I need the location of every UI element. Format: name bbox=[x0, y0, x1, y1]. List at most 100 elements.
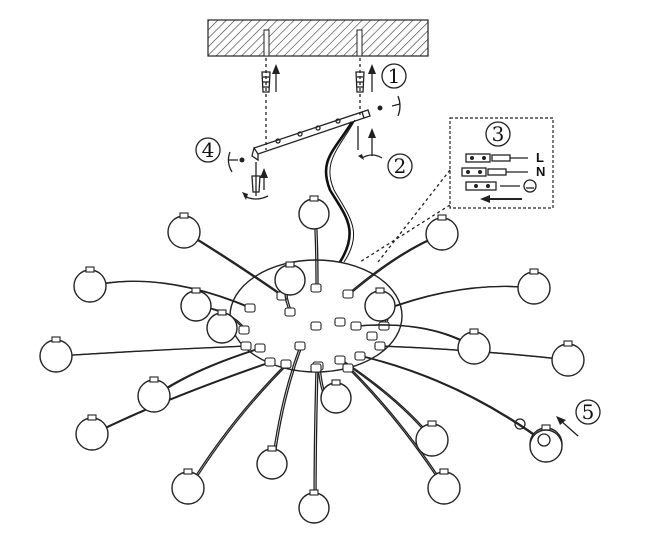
arm-socket bbox=[310, 363, 322, 373]
arm-rod bbox=[91, 361, 271, 435]
globe-cap bbox=[563, 340, 573, 347]
wall-plug-left bbox=[261, 71, 271, 93]
globe-cap bbox=[149, 376, 159, 383]
terminal-neutral: N bbox=[461, 164, 545, 179]
globe-cap bbox=[309, 489, 319, 496]
wiring-detail-box: 3 L N bbox=[359, 117, 554, 263]
glass-globe bbox=[39, 339, 73, 373]
arm-rod-edge bbox=[91, 280, 253, 309]
step-label-4: 4 bbox=[195, 137, 221, 163]
arm-socket bbox=[284, 307, 296, 317]
live-label: L bbox=[536, 150, 544, 165]
ceiling-block bbox=[207, 19, 429, 57]
arm-socket bbox=[378, 321, 390, 331]
arm-socket bbox=[294, 341, 306, 351]
glass-globe bbox=[298, 492, 330, 524]
arm-rod-edge bbox=[379, 285, 537, 313]
ceiling-screw-step-2 bbox=[358, 128, 383, 160]
arm-rod-edge bbox=[349, 367, 447, 489]
arm-rod bbox=[183, 231, 283, 297]
glass-globe bbox=[415, 423, 449, 457]
glass-globe bbox=[167, 215, 201, 249]
arm-rod-edge bbox=[361, 355, 549, 445]
step-label-2-text: 2 bbox=[394, 154, 407, 178]
glass-globe bbox=[206, 312, 238, 344]
arm-socket bbox=[354, 351, 366, 361]
step-label-4-text: 4 bbox=[202, 138, 215, 162]
arm-rod-edge bbox=[341, 359, 435, 441]
ceiling bbox=[207, 19, 429, 57]
neutral-label: N bbox=[536, 164, 545, 179]
globe-cap bbox=[309, 195, 319, 202]
step-label-5-text: 5 bbox=[582, 400, 595, 424]
earth-icon bbox=[523, 179, 537, 193]
glass-globe bbox=[457, 331, 491, 365]
glass-globe bbox=[427, 471, 461, 505]
glass-globe bbox=[274, 264, 306, 296]
arm-socket bbox=[342, 363, 354, 373]
arm-socket bbox=[342, 289, 354, 299]
globe-cap bbox=[217, 309, 227, 316]
globe-cap bbox=[267, 445, 277, 452]
arm-socket bbox=[310, 283, 322, 293]
arm-socket bbox=[334, 317, 346, 327]
glass-globe bbox=[73, 269, 107, 303]
glass-globe bbox=[517, 271, 551, 305]
arm-rod bbox=[359, 355, 547, 445]
arm-rod-edge bbox=[155, 347, 263, 397]
globe-cap bbox=[541, 424, 551, 431]
globe-cap bbox=[331, 379, 341, 386]
arm-socket bbox=[280, 359, 292, 369]
glass-globe bbox=[75, 417, 109, 451]
globe-cap bbox=[439, 468, 449, 475]
arm-rod bbox=[89, 280, 251, 309]
step-label-3-text: 3 bbox=[492, 122, 505, 146]
globe-cap bbox=[51, 336, 61, 343]
terminal-live: L bbox=[465, 150, 544, 165]
arm-rod-edge bbox=[93, 361, 273, 435]
glass-globe bbox=[298, 198, 330, 230]
step-label-1: 1 bbox=[381, 63, 407, 89]
arm-rod bbox=[347, 367, 445, 489]
arm-rod-edge bbox=[57, 345, 249, 357]
arm-socket bbox=[350, 321, 362, 331]
arm-rod-edge bbox=[189, 363, 289, 489]
globe-cap bbox=[529, 268, 539, 275]
globe-cap bbox=[375, 287, 385, 294]
arm-socket bbox=[374, 341, 386, 351]
globe-cap bbox=[285, 261, 295, 268]
arm-rod bbox=[187, 363, 287, 489]
globe-cap bbox=[85, 266, 95, 273]
bulb-insert-arrow bbox=[556, 416, 579, 437]
globe-cap bbox=[469, 328, 479, 335]
ceiling-hole-right bbox=[356, 29, 363, 57]
arm-socket bbox=[238, 325, 250, 335]
step-label-1-text: 1 bbox=[388, 64, 401, 88]
step-label-3: 3 bbox=[485, 121, 511, 147]
arm-socket bbox=[310, 321, 322, 331]
arrow-up-left bbox=[272, 64, 280, 92]
globe-cap bbox=[427, 420, 437, 427]
wire-direction-arrow bbox=[480, 195, 522, 203]
arm-socket bbox=[366, 331, 378, 341]
globe-cap bbox=[437, 214, 447, 221]
globe-cap bbox=[87, 414, 97, 421]
terminal-earth bbox=[465, 179, 537, 193]
step-label-5: 5 bbox=[575, 399, 601, 425]
globe-cap bbox=[179, 212, 189, 219]
bulb-holder bbox=[514, 418, 526, 430]
glass-globe bbox=[180, 290, 212, 322]
globe-cap bbox=[183, 468, 193, 475]
arm-socket bbox=[264, 357, 276, 367]
wall-plug-right bbox=[355, 71, 365, 93]
arm-socket bbox=[334, 355, 346, 365]
arm-rod-edge bbox=[315, 367, 319, 509]
mounting-bracket bbox=[251, 95, 401, 162]
globe-cap bbox=[191, 287, 201, 294]
arrow-up-right bbox=[368, 64, 376, 92]
glass-globe bbox=[425, 217, 459, 251]
bracket-screw-step-4 bbox=[227, 151, 269, 200]
arm-socket bbox=[244, 303, 256, 313]
arm-socket bbox=[240, 341, 252, 351]
